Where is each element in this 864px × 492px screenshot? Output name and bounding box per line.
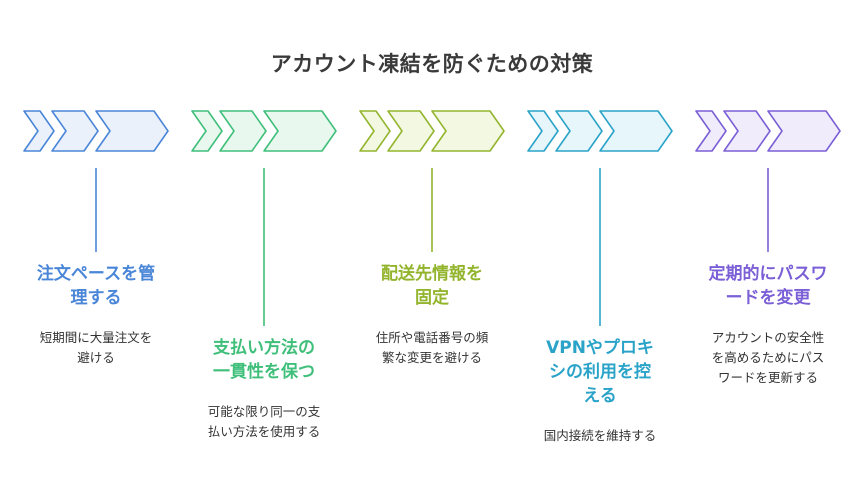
- step-2-chevrons: [191, 110, 337, 326]
- step-1-heading: 注文ペースを管 理する: [36, 264, 156, 308]
- chevron-icon: [767, 110, 841, 152]
- step-1: 注文ペースを管 理する 短期間に大量注文を 避ける: [12, 262, 180, 368]
- step-4-description: 国内接続を維持する: [543, 428, 657, 443]
- step-5-chevrons: [695, 110, 841, 252]
- step-2: 支払い方法の 一貫性を保つ 可能な限り同一の支 払い方法を使用する: [180, 336, 348, 442]
- chevron-icon: [527, 110, 559, 152]
- chevron-icon: [359, 110, 391, 152]
- chevron-icon: [387, 110, 435, 152]
- chevron-icon: [263, 110, 337, 152]
- chevron-icon: [51, 110, 99, 152]
- step-2-description: 可能な限り同一の支 払い方法を使用する: [207, 404, 321, 439]
- step-2-heading: 支払い方法の 一貫性を保つ: [213, 338, 315, 382]
- chevron-icon: [95, 110, 169, 152]
- chevron-icon: [599, 110, 673, 152]
- chevron-icon: [555, 110, 603, 152]
- step-4-heading: VPNやプロキ シの利用を控 える: [546, 338, 654, 406]
- chevron-icon: [23, 110, 55, 152]
- chevron-icon: [191, 110, 223, 152]
- step-3-heading: 配送先情報を 固定: [381, 264, 483, 308]
- step-4: VPNやプロキ シの利用を控 える 国内接続を維持する: [516, 336, 684, 446]
- step-1-description: 短期間に大量注文を 避ける: [39, 330, 153, 365]
- chevron-icon: [219, 110, 267, 152]
- chevron-icon: [695, 110, 727, 152]
- step-3-chevrons: [359, 110, 505, 252]
- step-3: 配送先情報を 固定 住所や電話番号の頻 繁な変更を避ける: [348, 262, 516, 368]
- step-1-chevrons: [23, 110, 169, 252]
- step-5-heading: 定期的にパスワ ードを変更: [708, 264, 828, 308]
- step-5: 定期的にパスワ ードを変更 アカウントの安全性 を高めるためにパス ワードを更新…: [684, 262, 852, 388]
- step-4-chevrons: [527, 110, 673, 326]
- step-3-description: 住所や電話番号の頻 繁な変更を避ける: [375, 330, 489, 365]
- chevron-icon: [431, 110, 505, 152]
- step-5-description: アカウントの安全性 を高めるためにパス ワードを更新する: [711, 330, 825, 385]
- diagram-title: アカウント凍結を防ぐための対策: [270, 52, 594, 76]
- chevron-icon: [723, 110, 771, 152]
